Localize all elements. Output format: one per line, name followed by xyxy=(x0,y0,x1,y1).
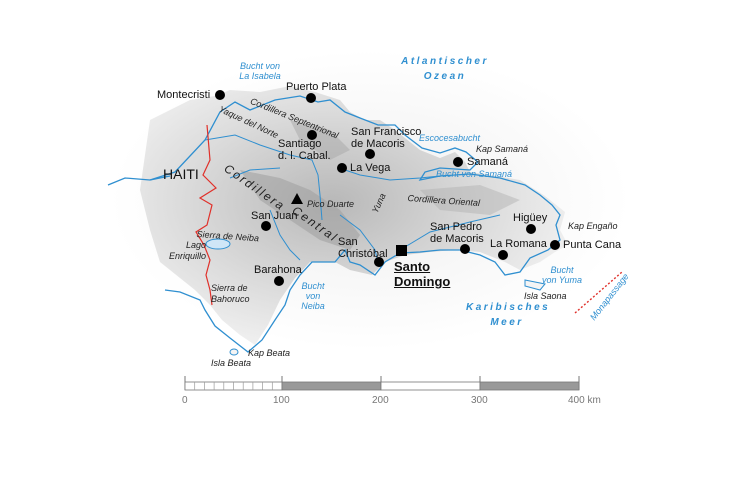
bahoruco-line1: Sierra de xyxy=(211,283,248,293)
spm-line2: de Macoris xyxy=(430,233,484,245)
neiba-line3: Neiba xyxy=(301,301,325,311)
river-ozama xyxy=(339,214,379,263)
sfm-line2: de Macoris xyxy=(351,138,405,150)
atlantic-line2: Ozean xyxy=(423,71,467,82)
river-south xyxy=(269,209,301,261)
santiago-line1: Santiago xyxy=(278,138,322,150)
city-label-samana: Samaná xyxy=(467,156,508,168)
isla-beata xyxy=(229,348,239,356)
peak-label-pico-duarte: Pico Duarte xyxy=(307,199,355,209)
bay-label-isabela: Bucht von La Isabela xyxy=(230,61,290,81)
city-dot-barahona xyxy=(274,276,284,286)
city-label-la-romana: La Romana xyxy=(490,238,547,250)
scale-label-300: 300 xyxy=(471,395,488,406)
cordillera-oriental-relief xyxy=(420,185,520,215)
city-dot-puerto-plata xyxy=(306,93,316,103)
city-label-san-juan: San Juan xyxy=(251,210,298,222)
capital-line2: Domingo xyxy=(394,274,451,289)
city-dot-punta-cana xyxy=(550,240,560,250)
cordillera-septentrional-relief xyxy=(290,120,350,160)
pico-duarte-triangle xyxy=(291,193,303,204)
city-label-san-cristobal: San Christóbal xyxy=(338,236,388,260)
river-yaque xyxy=(204,134,323,221)
spm-line1: San Pedro xyxy=(430,221,482,233)
neiba-line2: von xyxy=(305,291,321,301)
coastline xyxy=(107,95,561,353)
bay-label-samana: Bucht von Samaná xyxy=(436,169,513,179)
sfm-line1: San Francisco xyxy=(351,126,422,138)
capital-square xyxy=(396,245,407,256)
city-dot-san-francisco xyxy=(365,149,375,159)
yuma-line2: von Yuma xyxy=(541,275,583,285)
haiti-coast xyxy=(149,175,171,181)
city-label-higuey: Higüey xyxy=(513,212,548,224)
city-label-puerto-plata: Puerto Plata xyxy=(286,81,347,93)
lago-enriquillo xyxy=(205,238,231,250)
ocean-label-atlantic: Atlantischer Ozean xyxy=(392,54,498,84)
isabela-line2: La Isabela xyxy=(239,71,281,81)
yuma-line1: Bucht xyxy=(550,265,574,275)
country-label-haiti: HAITI xyxy=(163,166,199,182)
atlantic-line1: Atlantischer xyxy=(401,56,489,67)
ocean-label-caribbean: Karibisches Meer xyxy=(466,300,548,330)
lago-line1: Lago xyxy=(185,240,206,250)
bay-label-yuma: Bucht von Yuma xyxy=(540,265,584,285)
cape-label-samana: Kap Samaná xyxy=(476,144,529,154)
capital-line1: Santo xyxy=(394,259,431,274)
city-label-montecristi: Montecristi xyxy=(157,89,211,101)
city-dot-santiago xyxy=(307,130,317,140)
city-label-san-francisco: San Francisco de Macoris xyxy=(351,126,421,150)
capital-label-santo-domingo: Santo Domingo xyxy=(394,259,450,289)
san-cristobal-line2: Christóbal xyxy=(338,248,388,260)
lago-line2: Enriquillo xyxy=(168,251,206,261)
scale-label-200: 200 xyxy=(372,395,389,406)
island-label-beata: Isla Beata xyxy=(211,358,252,368)
city-dot-samana xyxy=(453,157,463,167)
isabela-line1: Bucht von xyxy=(239,61,281,71)
haiti-border xyxy=(195,124,217,306)
cordillera-central-relief xyxy=(240,170,360,250)
city-dot-higuey xyxy=(526,224,536,234)
city-dot-la-romana xyxy=(498,250,508,260)
city-label-san-pedro: San Pedro de Macoris xyxy=(430,221,484,245)
city-dot-la-vega xyxy=(337,163,347,173)
city-label-la-vega: La Vega xyxy=(350,162,391,174)
scale-bar xyxy=(184,376,580,391)
bahoruco-line2: Bahoruco xyxy=(211,294,250,304)
cape-label-engano: Kap Engaño xyxy=(568,221,618,231)
caribbean-line1: Karibisches xyxy=(466,302,551,313)
city-dot-san-cristobal xyxy=(374,257,384,267)
scale-label-0: 0 xyxy=(182,395,188,406)
caribbean-line2: Meer xyxy=(490,317,524,328)
bay-label-escocesa: Escocesabucht xyxy=(419,133,481,143)
city-label-barahona: Barahona xyxy=(254,264,302,276)
city-dot-san-pedro xyxy=(460,244,470,254)
city-label-santiago: Santiago d. l. Cabal. xyxy=(278,138,331,162)
river-west xyxy=(229,167,281,179)
mountain-label-bahoruco: Sierra de Bahoruco xyxy=(211,283,250,305)
city-dot-san-juan xyxy=(261,221,271,231)
island-landmass xyxy=(140,86,568,345)
river-east xyxy=(399,214,501,251)
city-label-punta-cana: Punta Cana xyxy=(563,239,622,251)
neiba-line1: Bucht xyxy=(301,281,325,291)
isla-saona xyxy=(524,279,546,291)
river-yuna xyxy=(344,169,441,181)
santiago-line2: d. l. Cabal. xyxy=(278,150,331,162)
island-label-saona: Isla Saona xyxy=(524,291,567,301)
scale-label-100: 100 xyxy=(273,395,290,406)
scale-label-400: 400 km xyxy=(568,395,601,406)
cape-label-beata: Kap Beata xyxy=(248,348,291,358)
san-cristobal-line1: San xyxy=(338,236,358,248)
bay-label-neiba: Bucht von Neiba xyxy=(296,281,330,311)
lake-label-enriquillo: Lago Enriquillo xyxy=(162,240,206,262)
city-dot-montecristi xyxy=(215,90,225,100)
